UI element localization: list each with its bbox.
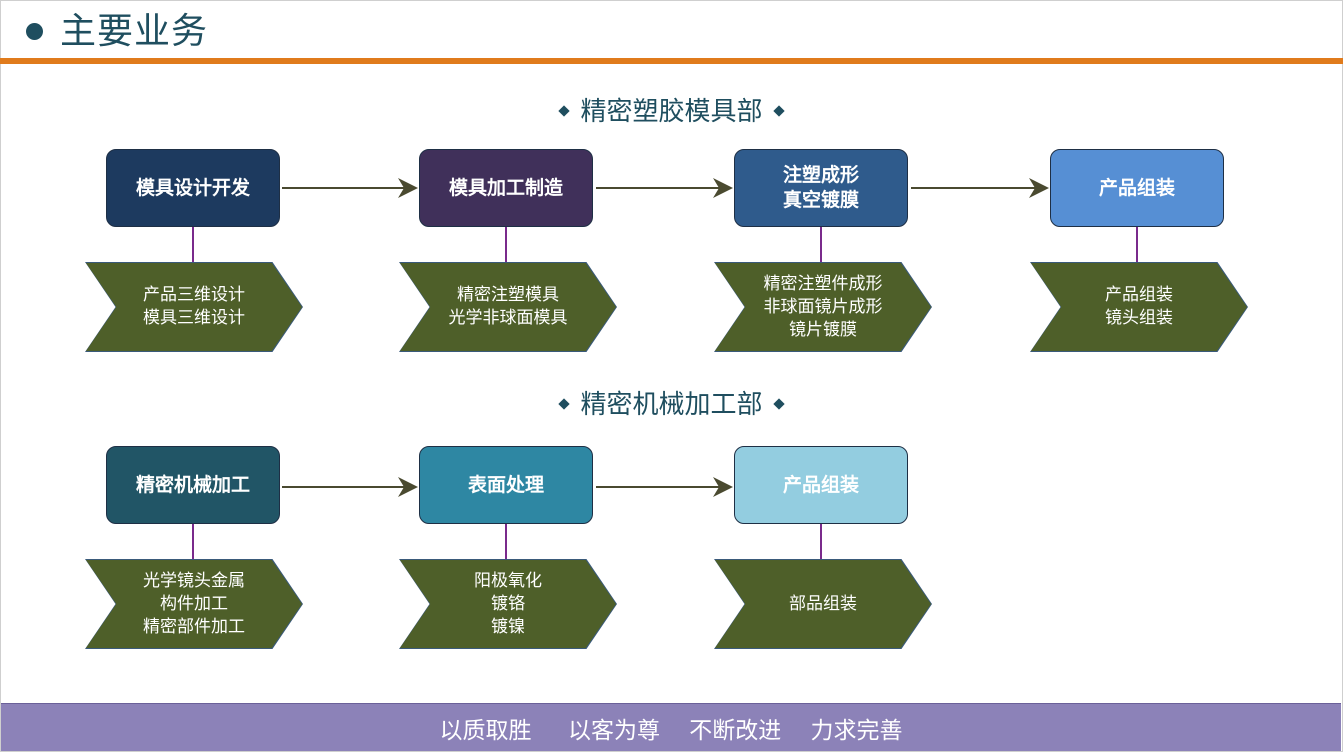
page-title: 主要业务	[60, 11, 209, 52]
detail-chevron-product-assembly: 产品组装 镜头组装	[1031, 263, 1247, 351]
step-box-mold-design: 模具设计开发	[106, 149, 280, 227]
motto-footer: 以质取胜 以客为尊 不断改进 力求完善	[1, 703, 1341, 751]
connector-line	[820, 227, 822, 263]
connector-line	[192, 524, 194, 560]
step-box-precision-machining: 精密机械加工	[106, 446, 280, 524]
step-box-product-assembly: 产品组装	[1050, 149, 1224, 227]
step-box-surface-treatment: 表面处理	[419, 446, 593, 524]
step-box-mold-manufacturing: 模具加工制造	[419, 149, 593, 227]
connector-line	[505, 227, 507, 263]
detail-chevron-precision-machining: 光学镜头金属 构件加工 精密部件加工	[86, 560, 302, 648]
detail-chevron-mold-manufacturing: 精密注塑模具 光学非球面模具	[400, 263, 616, 351]
title-rule	[0, 58, 1343, 64]
detail-chevron-surface-treatment: 阳极氧化 镀铬 镀镍	[400, 560, 616, 648]
title-bullet	[26, 23, 43, 40]
connector-line	[820, 524, 822, 560]
section-title-text: 精密塑胶模具部	[580, 97, 763, 127]
step-box-parts-assembly: 产品组装	[734, 446, 908, 524]
section-title-precision-machining: 精密机械加工部	[0, 388, 1343, 422]
connector-line	[505, 524, 507, 560]
step-box-injection-coating: 注塑成形 真空镀膜	[734, 149, 908, 227]
detail-chevron-mold-design: 产品三维设计 模具三维设计	[86, 263, 302, 351]
section-title-plastic-mold: 精密塑胶模具部	[0, 95, 1343, 129]
connector-line	[192, 227, 194, 263]
section-title-text: 精密机械加工部	[580, 390, 763, 420]
detail-chevron-injection-coating: 精密注塑件成形 非球面镜片成形 镜片镀膜	[715, 263, 931, 351]
detail-chevron-parts-assembly: 部品组装	[715, 560, 931, 648]
connector-line	[1136, 227, 1138, 263]
